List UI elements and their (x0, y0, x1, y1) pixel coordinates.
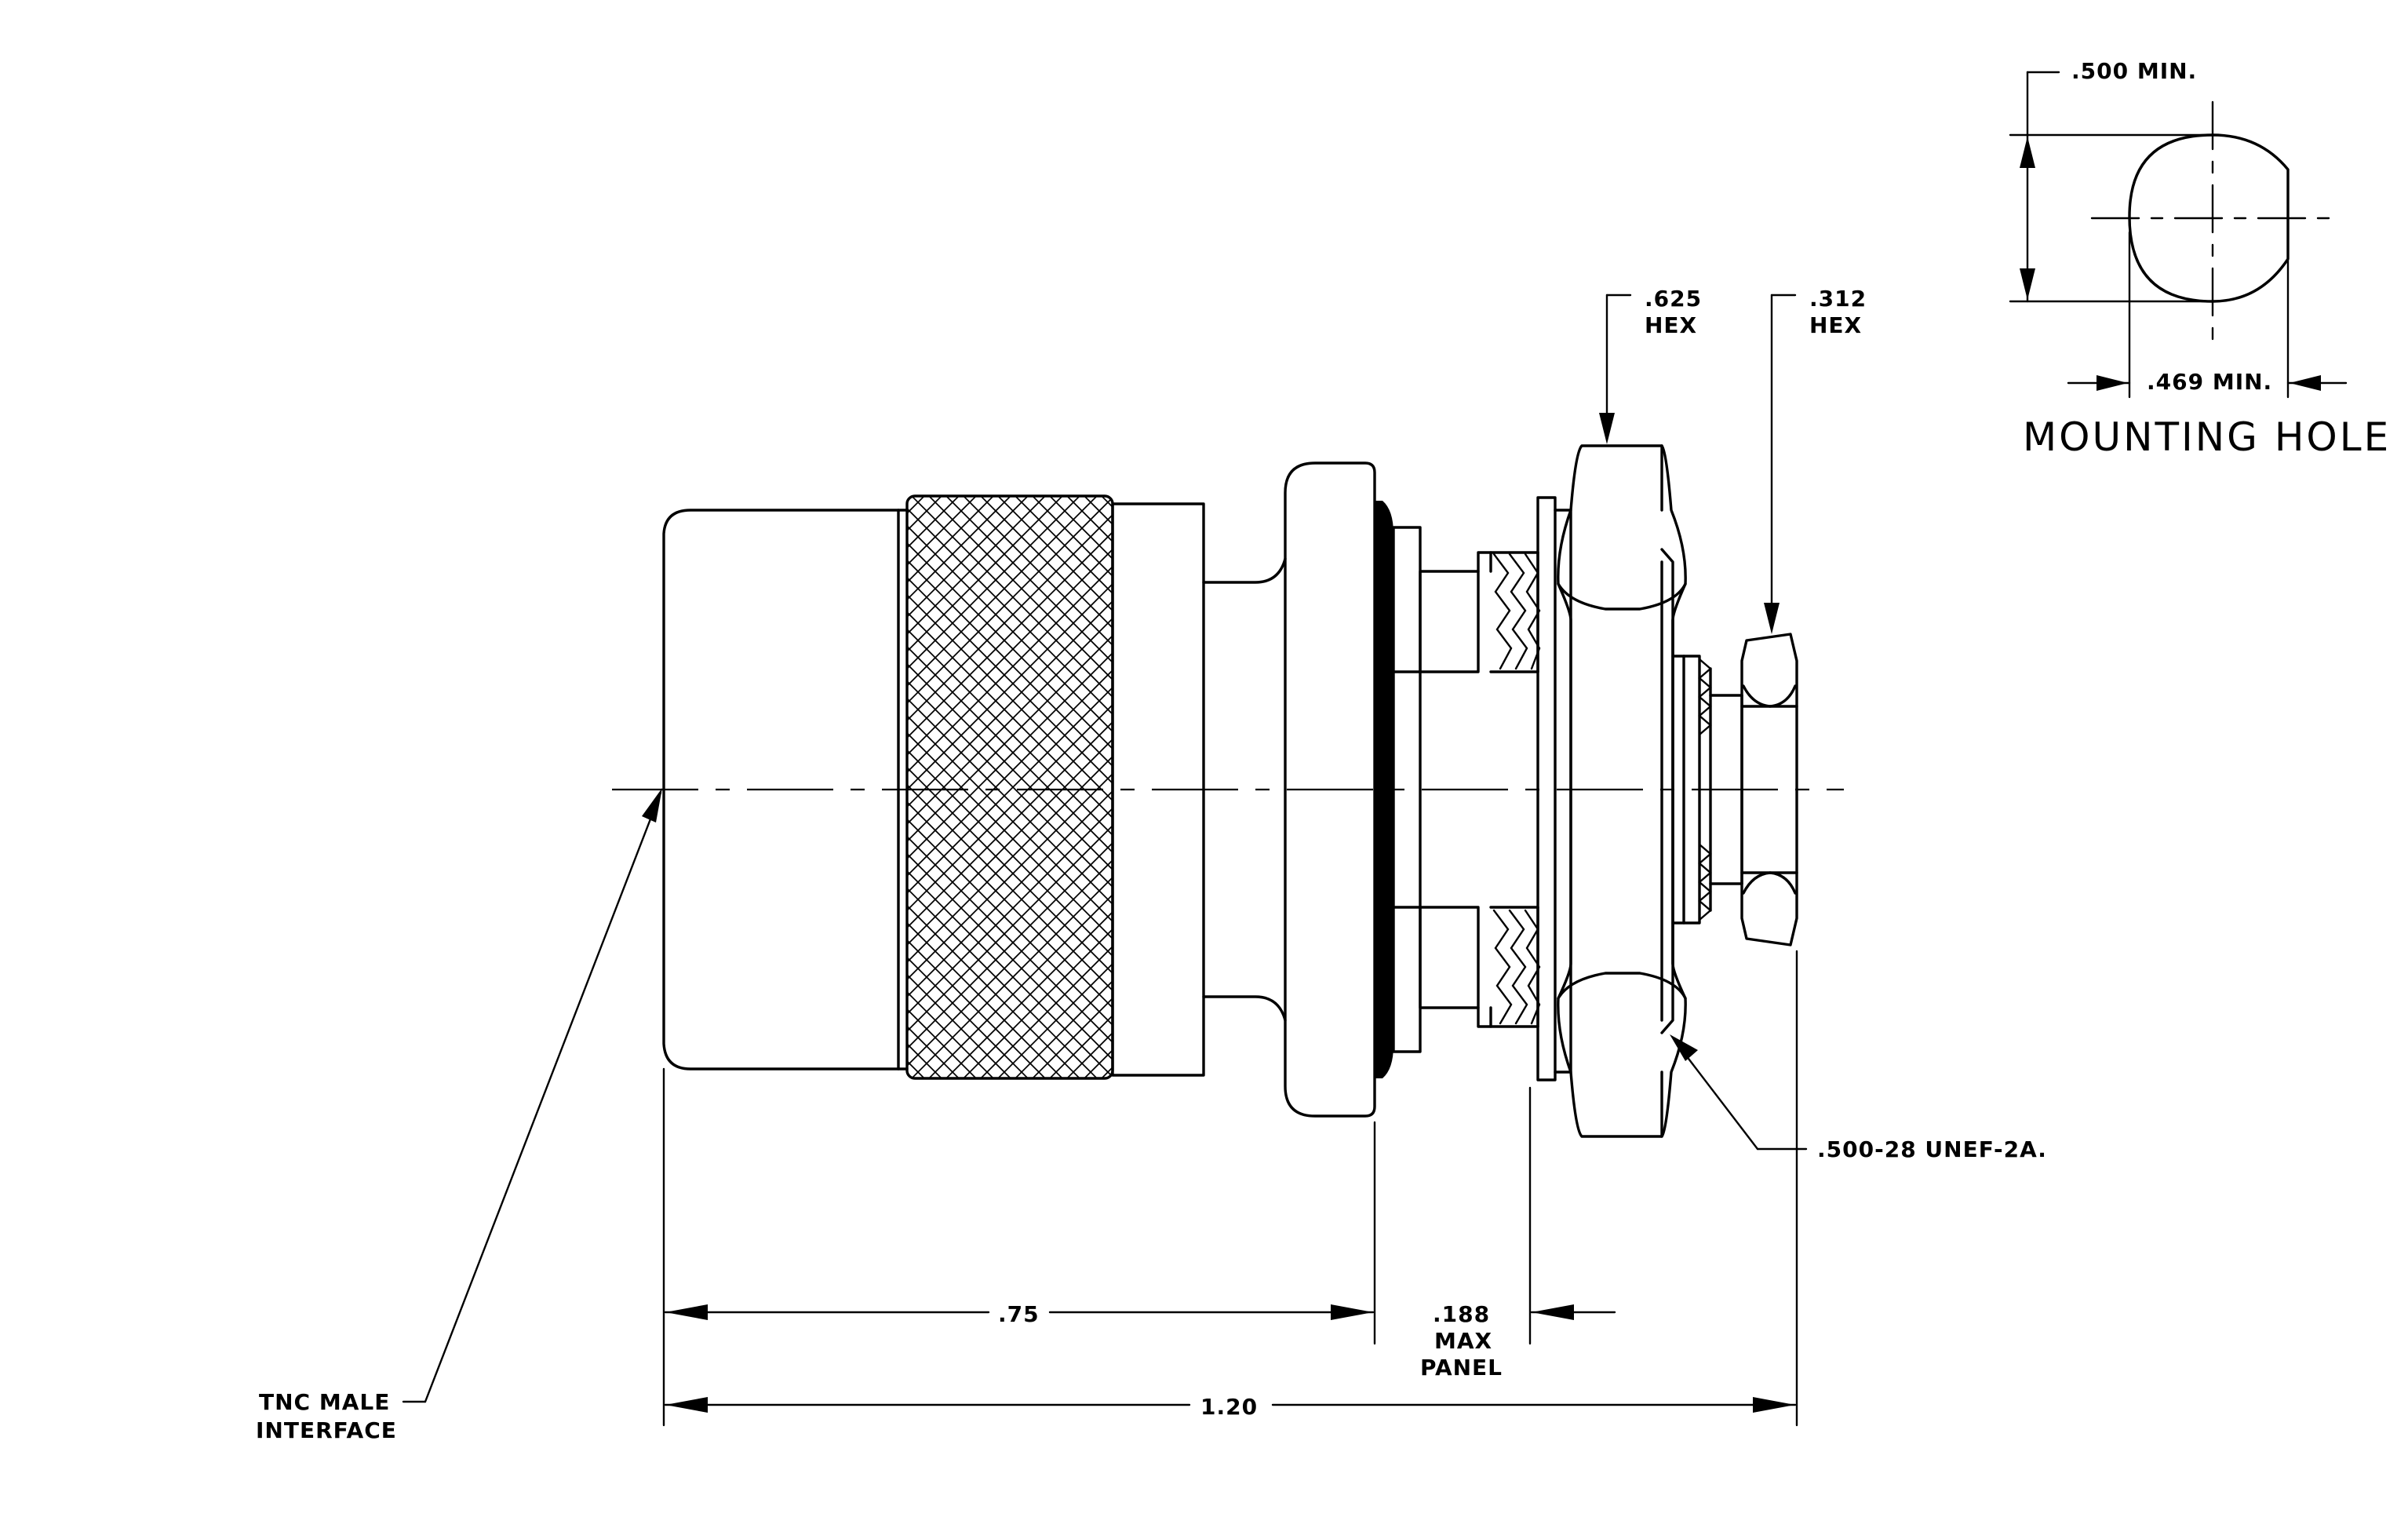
hex-312-unit: HEX (1809, 312, 1862, 338)
dim-188-max: MAX (1434, 1328, 1492, 1354)
mounting-hole-outline (2128, 133, 2290, 303)
flange (1284, 461, 1376, 1118)
dim-120-label: 1.20 (1200, 1394, 1258, 1420)
dim-188-label: .188 (1433, 1301, 1490, 1327)
tnc-callout: TNC MALE INTERFACE (256, 788, 662, 1443)
lower-thread-stub (1392, 906, 1541, 1053)
hex-312-callout: .312 HEX (1764, 286, 1867, 634)
upper-thread-stub (1392, 526, 1541, 673)
panel-washer (1536, 496, 1557, 1081)
body-neck (1202, 557, 1287, 1022)
large-hex-nut (1554, 444, 1687, 1138)
mounting-hole-detail: .500 MIN. .469 MIN. MOUNTING HOLE (2009, 58, 2391, 460)
hex-625-unit: HEX (1645, 312, 1697, 338)
extension-lines (662, 950, 1798, 1427)
coupling-rear-ring (1111, 502, 1205, 1077)
tnc-label-line1: TNC MALE (259, 1389, 390, 1415)
hex-625-callout: .625 HEX (1599, 286, 1702, 444)
mount-500-label: .500 MIN. (2071, 58, 2197, 84)
thread-label: .500-28 UNEF-2A. (1817, 1136, 2047, 1162)
dim-188: .188 MAX PANEL (1420, 1301, 1616, 1381)
small-hex-nut (1740, 633, 1798, 947)
hex-625-value: .625 (1645, 286, 1702, 312)
dim-188-panel: PANEL (1420, 1355, 1503, 1381)
dim-120: 1.20 (664, 1394, 1797, 1420)
tnc-label-line2: INTERFACE (256, 1417, 397, 1443)
hex-312-value: .312 (1809, 286, 1867, 312)
mount-469-label: .469 MIN. (2147, 369, 2272, 395)
dim-075-label: .75 (998, 1301, 1040, 1327)
dim-075: .75 (664, 1301, 1375, 1327)
mounting-hole-title: MOUNTING HOLE (2023, 414, 2391, 460)
gasket (1375, 501, 1393, 1078)
knurl-pattern (907, 496, 1113, 1078)
thread-callout: .500-28 UNEF-2A. (1670, 1034, 2047, 1162)
coupling-sleeve (662, 509, 900, 1071)
connector-body (662, 444, 1798, 1138)
